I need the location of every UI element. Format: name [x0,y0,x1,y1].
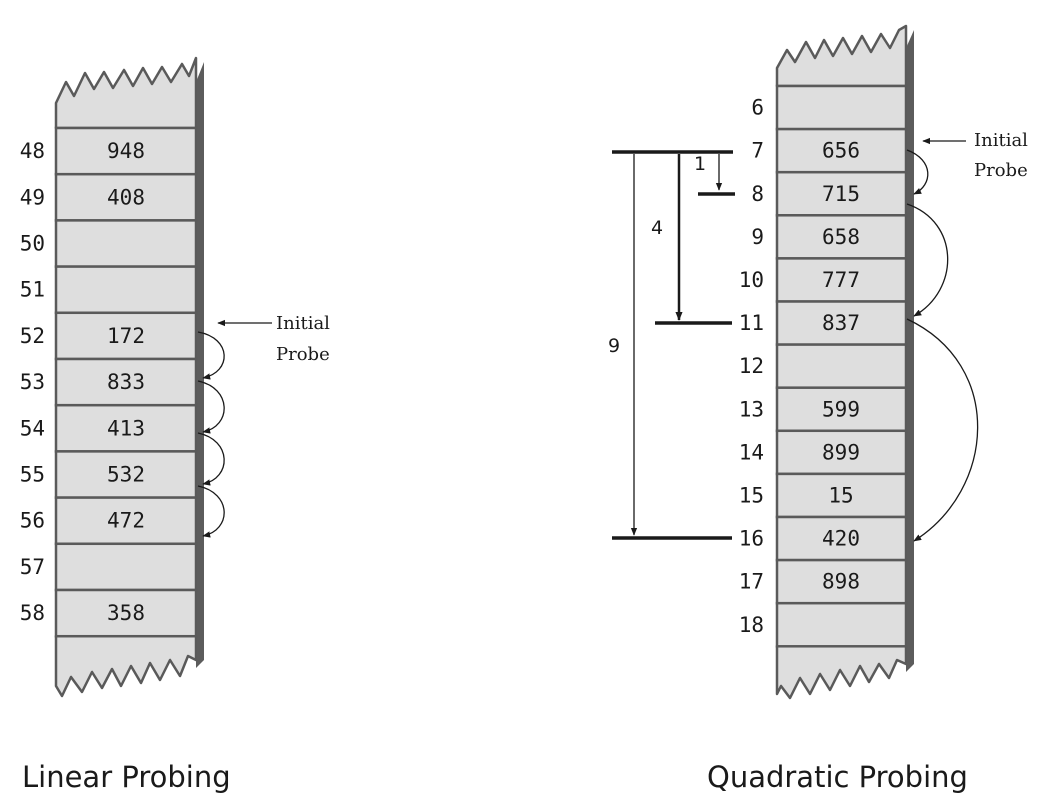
quadratic-table-torn-top [775,24,908,88]
linear-cell [54,311,198,361]
quadratic-probe-hop-7-8 [906,149,929,195]
linear-index-label: 51 [20,278,45,302]
quadratic-cell [775,515,908,562]
quadratic-step-markers: 1 4 9 [608,150,735,540]
quadratic-probing-table: 6 7 656 8 715 9 658 10 777 11 837 12 13 599 14 899 15 15 1… [739,24,914,700]
linear-probing-table: 48 948 49 408 50 51 52 172 53 833 54 413 55 532 56 472 5… [20,56,204,698]
quadratic-cell-value: 656 [822,139,860,163]
quadratic-cell [775,343,908,389]
linear-initial-label: Initial [276,313,330,334]
quadratic-index-label: 6 [751,96,764,120]
linear-index-label: 54 [20,416,45,440]
quadratic-index-label: 15 [739,483,764,507]
quadratic-index-label: 16 [739,527,764,551]
linear-index-label: 58 [20,601,45,625]
quadratic-index-label: 18 [739,613,764,637]
quadratic-index-label: 8 [751,182,764,206]
linear-index-label: 50 [20,232,45,256]
quadratic-table-shadow [906,30,914,672]
quadratic-probe-arrows: Initial Probe [906,130,1028,542]
linear-probe-hop-53-54 [197,380,225,434]
linear-cell [54,265,198,315]
quadratic-index-label: 14 [739,440,764,464]
step-label-4: 4 [651,217,663,239]
linear-table-shadow [196,62,204,668]
quadratic-table-torn-bottom [775,644,908,700]
quadratic-probe-hop-8-11 [906,203,949,317]
linear-cell-value: 408 [107,185,145,209]
quadratic-cell [775,300,908,346]
quadratic-cell-value: 899 [822,440,860,464]
linear-cell-value: 358 [107,601,145,625]
quadratic-cell-value: 777 [822,268,860,292]
linear-table-torn-bottom [54,634,198,698]
quadratic-cell [775,84,908,131]
linear-cell [54,496,198,546]
linear-probe-hop-54-55 [197,432,225,486]
quadratic-cell [775,170,908,217]
quadratic-probe-hop-11-16 [906,318,979,542]
linear-cell [54,588,198,638]
linear-index-label: 55 [20,463,45,487]
linear-index-label: 56 [20,509,45,533]
quadratic-cell [775,429,908,476]
quadratic-probing-caption: Quadratic Probing [707,760,968,794]
quadratic-index-label: 17 [739,570,764,594]
linear-index-label: 48 [20,139,45,163]
quadratic-initial-label: Initial [974,130,1028,151]
linear-index-label: 49 [20,185,45,209]
linear-cell-value: 472 [107,509,145,533]
linear-cell-value: 948 [107,139,145,163]
linear-cell-value: 172 [107,324,145,348]
linear-probe-hop-52-53 [197,331,225,380]
quadratic-index-label: 9 [751,225,764,249]
quadratic-cell [775,472,908,519]
linear-index-label: 53 [20,370,45,394]
quadratic-cell-value: 715 [822,182,860,206]
quadratic-cell-value: 599 [822,397,860,421]
step-label-9: 9 [608,335,620,357]
quadratic-cell-value: 837 [822,311,860,335]
quadratic-index-label: 10 [739,268,764,292]
quadratic-index-label: 11 [739,311,764,335]
linear-probe-label: Probe [276,344,330,365]
quadratic-cell [775,601,908,648]
linear-cell [54,219,198,268]
quadratic-cell-value: 420 [822,527,860,551]
linear-probing-caption: Linear Probing [22,760,231,794]
linear-index-label: 52 [20,324,45,348]
linear-cell [54,126,198,176]
linear-probe-hop-55-56 [197,485,225,538]
quadratic-cell-value: 898 [822,570,860,594]
quadratic-cell [775,127,908,174]
linear-cell-value: 413 [107,416,145,440]
linear-cell [54,542,198,592]
linear-cell-value: 833 [107,370,145,394]
linear-probe-arrows: Initial Probe [197,313,330,538]
quadratic-probe-label: Probe [974,160,1028,181]
quadratic-index-label: 12 [739,354,764,378]
linear-cell [54,450,198,499]
step-label-1: 1 [694,153,706,175]
quadratic-cell [775,558,908,605]
quadratic-index-label: 13 [739,397,764,421]
linear-table-torn-top [54,56,198,130]
linear-cell-value: 532 [107,463,145,487]
linear-index-label: 57 [20,555,45,579]
quadratic-cell-value: 658 [822,225,860,249]
linear-cell [54,357,198,407]
quadratic-index-label: 7 [751,139,764,163]
quadratic-cell [775,386,908,433]
quadratic-cell-value: 15 [828,483,853,507]
quadratic-cell [775,214,908,260]
